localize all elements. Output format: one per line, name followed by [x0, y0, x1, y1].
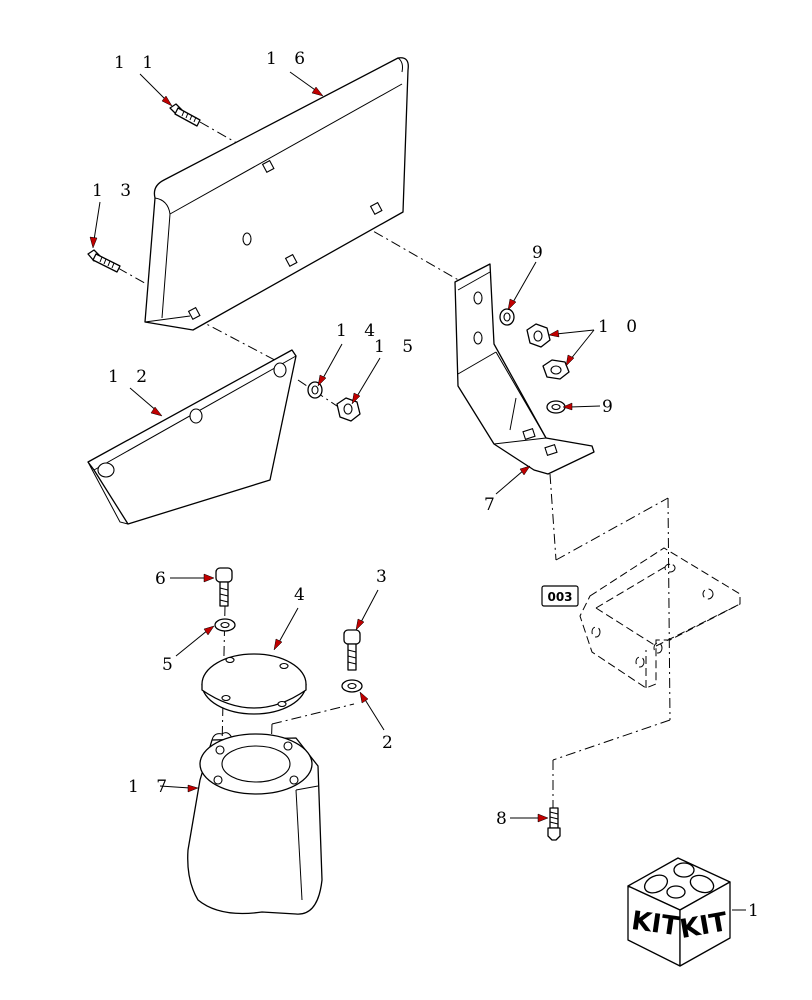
part-12-triangular-plate [87, 349, 297, 525]
callout-16: 1 6 [266, 49, 311, 69]
callout-15: 1 5 [374, 337, 419, 357]
part-3-cap-screw [343, 629, 361, 671]
reference-box-003: 003 [541, 585, 579, 607]
callout-9-upper: 9 [532, 243, 549, 263]
callout-11: 1 1 [114, 53, 159, 73]
kit-box: KIT KIT [627, 857, 731, 967]
part-10-nut-lower [542, 359, 570, 380]
part-6-cap-screw [215, 567, 233, 607]
callout-12: 1 2 [108, 367, 153, 387]
callout-1: 1 [748, 901, 765, 921]
callout-4: 4 [294, 585, 311, 605]
callout-9-lower: 9 [602, 397, 619, 417]
callout-labels: 1 2 3 4 5 6 7 8 9 9 1 0 1 1 1 2 1 3 1 4 … [92, 49, 765, 921]
part-16-plate [144, 57, 409, 331]
callout-14: 1 4 [336, 321, 381, 341]
part-7-bracket [454, 263, 595, 475]
callout-7: 7 [484, 495, 501, 515]
ghost-mount-bracket [579, 547, 741, 689]
leader-lines [89, 71, 746, 911]
part-17-housing [187, 732, 323, 915]
part-9-washer-upper [499, 308, 515, 326]
part-13-bolt [87, 249, 121, 273]
callout-8: 8 [496, 809, 513, 829]
callout-17: 1 7 [128, 777, 173, 797]
callout-5: 5 [162, 655, 179, 675]
callout-3: 3 [376, 567, 393, 587]
part-15-nut [336, 397, 361, 422]
kit-label-left: KIT [629, 906, 681, 942]
callout-2: 2 [382, 733, 399, 753]
reference-box-label: 003 [547, 590, 572, 604]
callout-6: 6 [155, 569, 172, 589]
part-4-cover-plate [201, 653, 307, 715]
part-2-washer [341, 679, 363, 693]
part-10-nut-upper [526, 323, 551, 348]
part-11-bolt [169, 103, 201, 127]
part-9-washer-lower [546, 400, 566, 414]
part-5-washer [214, 618, 236, 632]
callout-10: 1 0 [598, 317, 643, 337]
callout-13: 1 3 [92, 181, 137, 201]
part-8-screw [547, 807, 561, 841]
part-14-washer [307, 381, 323, 399]
